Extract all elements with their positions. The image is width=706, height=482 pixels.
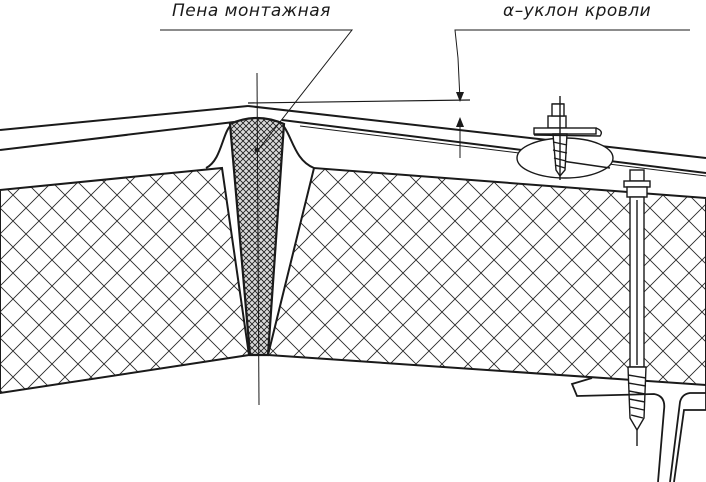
foam-leader-dot bbox=[254, 147, 260, 153]
long-panel-fastener bbox=[623, 169, 651, 446]
roof-cover-left-top bbox=[0, 105, 249, 131]
slope-arrow-up bbox=[456, 117, 464, 127]
support-bracket bbox=[570, 377, 706, 482]
mounting-foam-wedge bbox=[228, 116, 286, 357]
ridge-centerline bbox=[256, 72, 260, 406]
left-panel-core bbox=[0, 166, 251, 395]
roof-cover-left-bottom bbox=[0, 121, 235, 151]
left-foam-cusp bbox=[205, 123, 233, 169]
slope-arrow-down bbox=[456, 92, 464, 102]
slope-reference-line bbox=[247, 99, 471, 104]
foam-leader bbox=[160, 29, 354, 151]
roof-cover-right-top bbox=[247, 105, 706, 159]
right-panel-core bbox=[266, 166, 706, 387]
roof-slope-callout-label: α–уклон кровли bbox=[503, 1, 652, 21]
roof-cover-right-bottom bbox=[281, 119, 706, 174]
roof-cover-right-inner bbox=[299, 125, 706, 177]
slope-leader bbox=[454, 29, 690, 101]
right-foam-cusp bbox=[281, 123, 315, 169]
foam-callout-label: Пена монтажная bbox=[172, 1, 331, 21]
top-screw-fastener bbox=[516, 96, 614, 180]
